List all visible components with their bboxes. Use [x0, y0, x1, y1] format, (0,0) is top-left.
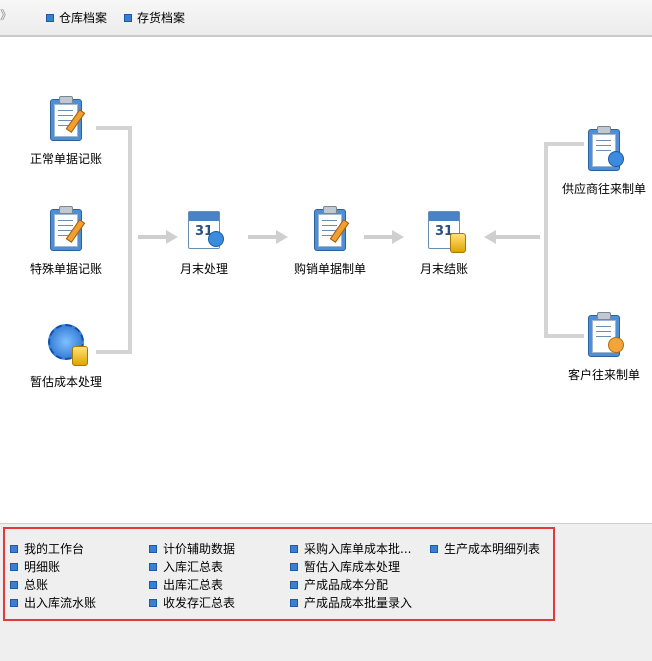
month-end-processing-node[interactable]: 31 月末处理	[180, 205, 228, 277]
supplier-voucher-node[interactable]: 供应商往来制单	[562, 125, 646, 197]
bullet-icon	[290, 598, 298, 607]
expand-chevron-icon[interactable]: 》	[0, 8, 12, 22]
month-end-closing-node[interactable]: 31 月末结账	[420, 205, 468, 277]
normal-bill-posting-node[interactable]: 正常单据记账	[30, 95, 102, 167]
left-bracket-connector	[96, 126, 132, 130]
quick-link[interactable]: 出入库流水账	[10, 594, 96, 611]
bullet-icon	[290, 562, 298, 571]
bullet-icon	[124, 13, 132, 22]
quick-link[interactable]: 生产成本明细列表	[430, 540, 540, 557]
quick-link[interactable]: 计价辅助数据	[149, 540, 235, 557]
flow-arrow-icon	[364, 230, 404, 244]
bullet-icon	[149, 544, 157, 553]
customer-voucher-label: 客户往来制单	[568, 368, 641, 382]
purchase-sales-voucher-label: 购销单据制单	[294, 262, 367, 276]
calendar-coins-icon: 31	[422, 205, 466, 255]
quick-link-label: 产成品成本批量录入	[304, 596, 413, 610]
flow-arrow-icon	[248, 230, 288, 244]
clipboard-person-icon	[582, 311, 626, 361]
bullet-icon	[149, 598, 157, 607]
quick-link[interactable]: 总账	[10, 576, 48, 593]
clipboard-pencil-icon	[44, 95, 88, 145]
highlight-box	[3, 527, 555, 621]
right-bracket-connector	[544, 142, 548, 338]
quick-links-panel: 我的工作台 明细账 总账 出入库流水账 计价辅助数据 入库汇总表 出库汇总表 收…	[0, 523, 652, 661]
quick-link[interactable]: 产成品成本批量录入	[290, 594, 412, 611]
bullet-icon	[10, 544, 18, 553]
special-bill-posting-node[interactable]: 特殊单据记账	[30, 205, 102, 277]
quick-link-label: 收发存汇总表	[163, 596, 236, 610]
quick-link-label: 生产成本明细列表	[444, 542, 541, 556]
quick-link[interactable]: 明细账	[10, 558, 60, 575]
bullet-icon	[10, 580, 18, 589]
quick-link-label: 我的工作台	[24, 542, 85, 556]
quick-link-label: 明细账	[24, 560, 61, 574]
bullet-icon	[10, 562, 18, 571]
month-end-processing-label: 月末处理	[180, 262, 229, 276]
clipboard-pencil-icon	[308, 205, 352, 255]
flow-arrow-left-icon	[484, 230, 540, 244]
bullet-icon	[430, 544, 438, 553]
quick-link-label: 计价辅助数据	[163, 542, 236, 556]
supplier-voucher-label: 供应商往来制单	[562, 182, 647, 196]
quick-link[interactable]: 收发存汇总表	[149, 594, 235, 611]
estimate-cost-processing-node[interactable]: 暂估成本处理	[30, 318, 102, 390]
left-bracket-connector	[128, 126, 132, 354]
quick-link-label: 入库汇总表	[163, 560, 224, 574]
bullet-icon	[149, 580, 157, 589]
right-bracket-connector	[544, 142, 584, 146]
calendar-gear-icon: 31	[182, 205, 226, 255]
customer-voucher-node[interactable]: 客户往来制单	[568, 311, 640, 383]
bullet-icon	[10, 598, 18, 607]
bullet-icon	[46, 13, 54, 22]
quick-link-label: 产成品成本分配	[304, 578, 389, 592]
quick-link[interactable]: 出库汇总表	[149, 576, 223, 593]
estimate-cost-processing-label: 暂估成本处理	[30, 375, 103, 389]
clipboard-pencil-icon	[44, 205, 88, 255]
bullet-icon	[149, 562, 157, 571]
left-bracket-connector	[96, 350, 132, 354]
gear-coins-icon	[44, 318, 88, 368]
flow-arrow-icon	[138, 230, 178, 244]
warehouse-archive-link[interactable]: 仓库档案	[46, 9, 107, 26]
warehouse-archive-label: 仓库档案	[59, 11, 108, 25]
quick-link[interactable]: 我的工作台	[10, 540, 84, 557]
right-bracket-connector	[544, 334, 584, 338]
quick-link[interactable]: 产成品成本分配	[290, 576, 388, 593]
quick-link-label: 暂估入库成本处理	[304, 560, 401, 574]
inventory-archive-link[interactable]: 存货档案	[124, 9, 185, 26]
special-bill-posting-label: 特殊单据记账	[30, 262, 103, 276]
purchase-sales-voucher-node[interactable]: 购销单据制单	[294, 205, 366, 277]
quick-link-label: 出库汇总表	[163, 578, 224, 592]
quick-link[interactable]: 暂估入库成本处理	[290, 558, 400, 575]
bullet-icon	[290, 544, 298, 553]
month-end-closing-label: 月末结账	[420, 262, 469, 276]
quick-link[interactable]: 采购入库单成本批...	[290, 540, 411, 557]
normal-bill-posting-label: 正常单据记账	[30, 152, 103, 166]
quick-link-label: 总账	[24, 578, 49, 592]
bullet-icon	[290, 580, 298, 589]
quick-link-label: 出入库流水账	[24, 596, 97, 610]
inventory-archive-label: 存货档案	[137, 11, 186, 25]
quick-link[interactable]: 入库汇总表	[149, 558, 223, 575]
clipboard-person-icon	[582, 125, 626, 175]
top-toolbar: 》 仓库档案 存货档案	[0, 0, 652, 37]
quick-link-label: 采购入库单成本批...	[304, 542, 412, 556]
